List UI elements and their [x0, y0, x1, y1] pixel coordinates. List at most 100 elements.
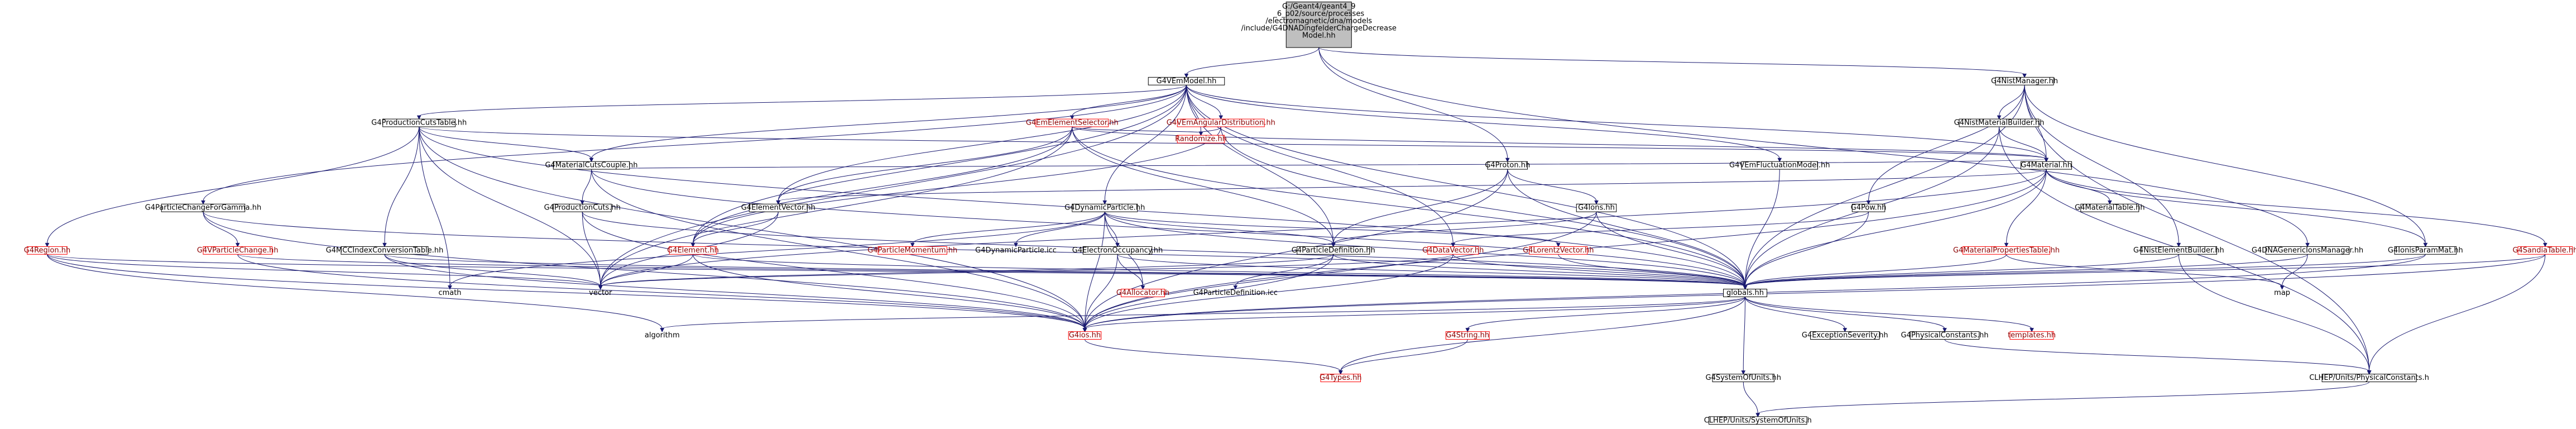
- edge-nistmgr-to-clhepconst: [2024, 85, 2372, 375]
- node-vemmodel[interactable]: G4VEmModel.hh: [1148, 77, 1225, 85]
- node-vemang[interactable]: G4VEmAngularDistribution.hh: [1167, 119, 1275, 127]
- node-globals[interactable]: globals.hh: [1723, 289, 1767, 297]
- node-mattable[interactable]: G4MaterialTable.hh: [2075, 204, 2145, 212]
- node-pow[interactable]: G4Pow.hh: [1851, 204, 1887, 212]
- node-partchangegamma[interactable]: G4ParticleChangeForGamma.hh: [145, 204, 261, 212]
- node-dnagen[interactable]: G4DNAGenericIonsManager.hh: [2252, 246, 2363, 255]
- node-proton[interactable]: G4Proton.hh: [1485, 161, 1530, 170]
- node-root[interactable]: G:/Geant4/geant4_9_6_p02/source/processe…: [1241, 1, 1397, 48]
- node-electocc[interactable]: G4ElectronOccupancy.hh: [1072, 246, 1163, 255]
- node-box: [1995, 77, 2054, 85]
- node-prodcutstable[interactable]: G4ProductionCutsTable.hh: [371, 119, 467, 127]
- edge-dnagen-to-map: [2280, 254, 2308, 290]
- node-emelemsel[interactable]: G4EmElementSelector.hh: [1026, 119, 1119, 127]
- node-prodcuts[interactable]: G4ProductionCuts.hh: [544, 204, 621, 212]
- node-label: G4SandiaTable.hh: [2512, 246, 2576, 255]
- node-clhepconst[interactable]: CLHEP/Units/PhysicalConstants.h: [2309, 374, 2429, 382]
- node-label: /electromagnetic/dna/models: [1265, 17, 1372, 25]
- node-material[interactable]: G4Material.hh: [2021, 161, 2072, 170]
- edge-ions-to-globals: [1596, 212, 1748, 290]
- edge-electocc-to-allocator: [1117, 254, 1145, 290]
- node-box: [2265, 246, 2350, 255]
- node-clhepunits[interactable]: CLHEP/Units/SystemOfUnits.h: [1704, 416, 1812, 425]
- node-label: G4ios.hh: [1069, 331, 1101, 340]
- node-box: [1177, 118, 1265, 127]
- edge-sandia-to-globals: [1743, 254, 2546, 290]
- node-label: G4ExceptionSeverity.hh: [1802, 331, 1888, 340]
- node-label: Randomize.hh: [1175, 135, 1227, 144]
- edge-dynpart-to-partmom: [910, 212, 1105, 247]
- node-label: G4Region.hh: [24, 246, 70, 255]
- node-label: G4MaterialPropertiesTable.hh: [1953, 246, 2060, 255]
- edge-dynpart-to-dynpartinl: [1014, 212, 1105, 247]
- node-ios[interactable]: G4ios.hh: [1068, 331, 1102, 340]
- node-randomize[interactable]: Randomize.hh: [1175, 135, 1227, 144]
- node-element[interactable]: G4Element.hh: [667, 246, 719, 255]
- node-mcc[interactable]: G4MCCIndexConversionTable.hh: [326, 246, 444, 255]
- node-dynpart[interactable]: G4DynamicParticle.hh: [1064, 204, 1145, 212]
- node-label: G4NistMaterialBuilder.hh: [1954, 119, 2045, 127]
- node-box: [2021, 161, 2072, 170]
- node-label: G4Element.hh: [667, 246, 719, 255]
- node-matcutscouple[interactable]: G4MaterialCutsCouple.hh: [545, 161, 637, 170]
- edge-lorentz-to-globals: [1558, 254, 1748, 290]
- node-nistmgr[interactable]: G4NistManager.hh: [1991, 77, 2058, 85]
- node-ions[interactable]: G4Ions.hh: [1576, 203, 1617, 212]
- edge-emelemsel-to-element: [690, 126, 1073, 247]
- node-box: [1910, 331, 1980, 340]
- node-box: [1427, 246, 1479, 255]
- node-box: [2009, 331, 2054, 340]
- node-label: _6_p02/source/processes: [1273, 9, 1364, 18]
- node-lorentz[interactable]: G4LorentzVector.hh: [1523, 246, 1594, 255]
- node-label: G4Pow.hh: [1851, 204, 1887, 212]
- node-box: [1576, 203, 1617, 212]
- edge-vemmodel-to-elemvector: [776, 85, 1187, 205]
- node-matprops[interactable]: G4MaterialPropertiesTable.hh: [1953, 246, 2060, 255]
- node-label: CLHEP/Units/SystemOfUnits.h: [1704, 416, 1812, 425]
- node-cmath: cmath: [438, 289, 461, 297]
- node-allocator[interactable]: G4Allocator.hh: [1116, 289, 1169, 297]
- edge-prodcutstable-to-material: [419, 126, 2049, 163]
- node-templates[interactable]: templates.hh: [2008, 331, 2056, 340]
- node-label: G4LorentzVector.hh: [1523, 246, 1594, 255]
- edge-nistelembuilder-to-clhepconst: [2178, 254, 2372, 375]
- edge-vemmodel-to-vemfluct: [1186, 85, 1782, 163]
- edge-globals-to-types: [1338, 297, 1745, 375]
- edge-ions-to-partdef: [1331, 211, 1597, 247]
- edge-string-to-types: [1338, 339, 1468, 375]
- node-label: G4VEmModel.hh: [1157, 77, 1217, 85]
- node-vpartchange[interactable]: G4VParticleChange.hh: [197, 246, 279, 255]
- edge-vemang-to-element: [690, 126, 1221, 247]
- node-label: G4Ions.hh: [1578, 204, 1615, 212]
- node-label: G4ParticleDefinition.hh: [1292, 246, 1375, 255]
- node-nistelembuilder[interactable]: G4NistElementBuilder.hh: [2133, 246, 2224, 255]
- node-label: G4Material.hh: [2021, 161, 2072, 170]
- edge-emelemsel-to-material: [1072, 126, 2049, 163]
- node-ionparam[interactable]: G4IonisParamMat.hh: [2388, 246, 2463, 255]
- edge-dnagen-to-globals: [1743, 254, 2308, 290]
- node-sysunits[interactable]: G4SystemOfUnits.hh: [1706, 374, 1781, 382]
- nodes-layer: G:/Geant4/geant4_9_6_p02/source/processe…: [24, 1, 2576, 425]
- node-partdefinl: G4ParticleDefinition.icc: [1193, 289, 1278, 297]
- node-box: [553, 203, 612, 212]
- edge-ions-to-ios: [1082, 212, 1597, 332]
- node-region[interactable]: G4Region.hh: [24, 246, 70, 255]
- node-label: G4MaterialTable.hh: [2075, 204, 2145, 212]
- edge-globals-to-string: [1465, 297, 1745, 332]
- node-label: G4ElementVector.hh: [741, 204, 816, 212]
- node-exception[interactable]: G4ExceptionSeverity.hh: [1802, 331, 1888, 340]
- node-string[interactable]: G4String.hh: [1445, 331, 1490, 340]
- node-types[interactable]: G4Types.hh: [1320, 374, 1362, 382]
- node-vemfluct[interactable]: G4VEmFluctuationModel.hh: [1729, 161, 1830, 170]
- node-physconst[interactable]: G4PhysicalConstants.hh: [1901, 331, 1988, 340]
- node-label: G4DynamicParticle.hh: [1064, 204, 1145, 212]
- node-partdef[interactable]: G4ParticleDefinition.hh: [1292, 246, 1375, 255]
- node-nistmatbuilder[interactable]: G4NistMaterialBuilder.hh: [1954, 119, 2045, 127]
- node-partmom[interactable]: G4ParticleMomentum.hh: [867, 246, 957, 255]
- node-datavector[interactable]: G4DataVector.hh: [1422, 246, 1484, 255]
- edge-sandia-to-clhepconst: [2367, 254, 2546, 375]
- node-elemvector[interactable]: G4ElementVector.hh: [741, 204, 816, 212]
- node-sandia[interactable]: G4SandiaTable.hh: [2512, 246, 2576, 255]
- node-box: [2394, 246, 2457, 255]
